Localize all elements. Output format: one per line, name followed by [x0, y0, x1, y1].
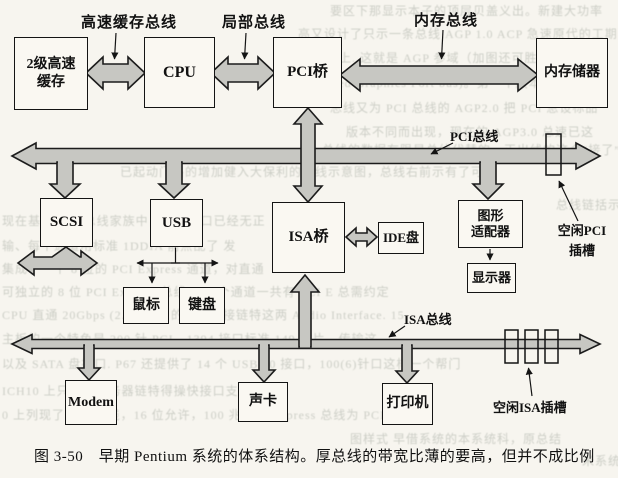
bleed-through-text: 要区下那显示本子的顶层贝盖义出。新建大功率 [330, 4, 604, 18]
figure-caption: 图 3-50 早期 Pentium 系统的体系结构。厚总线的带宽比薄的要高，但并… [34, 449, 595, 465]
sound-drop-arrow [251, 344, 277, 384]
pci-bridge-box: PCI桥 [273, 37, 342, 108]
pci-bus-pointer [430, 142, 454, 155]
memory-bus-label: 内存总线 [413, 13, 478, 29]
free-pci-slot [545, 133, 562, 176]
ide-disk-box: IDE盘 [378, 222, 424, 254]
monitor-box: 显示器 [467, 263, 516, 293]
cpu-box: CPU [144, 37, 215, 108]
scsi-box: SCSI [40, 198, 93, 247]
modem-drop-arrow [76, 344, 102, 382]
joint-patch [403, 343, 411, 347]
usb-drop-arrow [156, 161, 192, 200]
local-bus-arrow [209, 55, 277, 91]
printer-box: 打印机 [382, 383, 433, 425]
bleed-through-text: 图样式 早借系统的本系统科，原总结 [350, 432, 563, 446]
local-bus-label: 局部总线 [221, 15, 286, 31]
keyboard-box: 键盘 [179, 287, 225, 324]
isa-bridge-box: ISA桥 [272, 202, 345, 273]
memory-box: 内存储器 [536, 38, 608, 108]
free-isa-slot-1 [504, 329, 519, 364]
graphics-drop-arrow [471, 161, 505, 201]
ide-link-arrow [344, 226, 379, 248]
free-isa-slot-3 [544, 329, 559, 364]
cache-bus-arrow [84, 55, 147, 91]
memory-bus-arrow [338, 57, 540, 93]
bleed-through-text: 高又设计了只示一条总线 AGP 1.0 ACP 急速原代的工期回 [298, 27, 618, 41]
sound-card-box: 声卡 [238, 382, 288, 422]
joint-patch [58, 160, 72, 164]
bleed-through-text: 总线又为 PCI 总线的 AGP2.0 把 PCI 急设标品 [330, 101, 599, 115]
free-pci-slot-label: 空闲PCI 插槽 [557, 223, 607, 259]
bleed-through-text: 张上. 这就是 AGP 参域（加图还可胜日根测可绘 [326, 51, 603, 65]
usb-box: USB [150, 199, 203, 247]
local-bus-pointer [241, 32, 249, 60]
cache-bus-label: 高速缓存总线 [80, 15, 177, 31]
joint-patch [85, 343, 93, 347]
bleed-through-text: 米系统 [582, 454, 618, 468]
modem-box: Modem [65, 380, 117, 425]
isa-bus-label: ISA总线 [404, 312, 452, 327]
joint-patch [167, 160, 181, 164]
free-isa-slot-2 [524, 329, 539, 364]
bleed-through-text: 以及 SATA 盘接口. P67 还提供了 14 个 USB2.0 接口，100… [2, 357, 462, 371]
isa-bus-pointer [388, 325, 406, 338]
free-pci-pointer [558, 180, 579, 222]
printer-drop-arrow [394, 344, 420, 385]
joint-patch [260, 343, 268, 347]
scsi-external-arrow [16, 246, 99, 277]
pci-bus-label: PCI总线 [450, 129, 499, 144]
l2-cache-box: 2级高速 缓存 [14, 37, 88, 110]
free-isa-pointer [525, 367, 533, 397]
graphics-adapter-box: 图形 适配器 [458, 200, 523, 248]
joint-patch [481, 160, 495, 164]
mouse-box: 鼠标 [123, 287, 169, 324]
scsi-drop-arrow [47, 161, 83, 200]
bleed-through-text: 版本不同而出现，现在的 AGP3.0 总速已这 [346, 125, 595, 139]
joint-patch [300, 344, 310, 348]
isa-bridge-up-arrow [289, 273, 321, 348]
cache-bus-pointer [111, 32, 119, 60]
free-isa-slot-label: 空闲ISA插槽 [493, 400, 567, 415]
memory-bus-pointer [438, 29, 446, 60]
